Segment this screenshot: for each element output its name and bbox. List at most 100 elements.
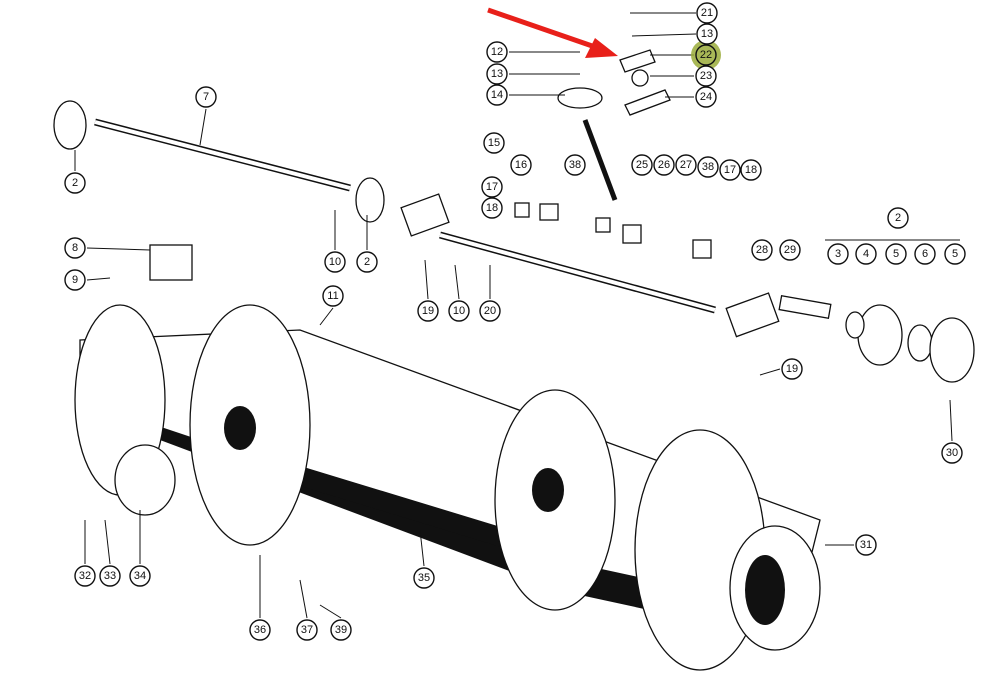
bearing-parts bbox=[53, 49, 975, 383]
svg-text:4: 4 bbox=[863, 248, 869, 260]
callout-39: 39 bbox=[330, 619, 352, 641]
svg-text:22: 22 bbox=[700, 49, 712, 61]
callout-3: 3 bbox=[827, 243, 849, 265]
svg-text:28: 28 bbox=[756, 244, 768, 256]
svg-text:21: 21 bbox=[701, 7, 713, 19]
callout-9a: 9 bbox=[64, 269, 86, 291]
callout-22: 22 bbox=[695, 44, 717, 66]
svg-text:17: 17 bbox=[486, 181, 498, 193]
svg-text:34: 34 bbox=[134, 570, 146, 582]
svg-text:7: 7 bbox=[203, 91, 209, 103]
svg-text:5: 5 bbox=[893, 248, 899, 260]
callout-33: 33 bbox=[99, 565, 121, 587]
callout-17a: 17 bbox=[481, 176, 503, 198]
svg-text:18: 18 bbox=[486, 202, 498, 214]
callout-7: 7 bbox=[195, 86, 217, 108]
callout-5a: 5 bbox=[885, 243, 907, 265]
svg-text:19: 19 bbox=[786, 363, 798, 375]
svg-text:3: 3 bbox=[835, 248, 841, 260]
auger-flights bbox=[74, 304, 821, 671]
callout-20: 20 bbox=[479, 300, 501, 322]
callout-29: 29 bbox=[779, 239, 801, 261]
red-arrow bbox=[487, 7, 618, 58]
callout-13: 13 bbox=[696, 23, 718, 45]
svg-text:24: 24 bbox=[700, 91, 712, 103]
svg-text:6: 6 bbox=[922, 248, 928, 260]
svg-text:13: 13 bbox=[491, 68, 503, 80]
svg-text:12: 12 bbox=[491, 46, 503, 58]
svg-text:10: 10 bbox=[453, 305, 465, 317]
callout-16: 16 bbox=[510, 154, 532, 176]
callout-13b: 13 bbox=[486, 63, 508, 85]
callout-25: 25 bbox=[631, 154, 653, 176]
svg-text:37: 37 bbox=[301, 624, 313, 636]
svg-text:8: 8 bbox=[72, 242, 78, 254]
callout-37: 37 bbox=[296, 619, 318, 641]
callout-12: 12 bbox=[486, 41, 508, 63]
svg-text:16: 16 bbox=[515, 159, 527, 171]
svg-text:25: 25 bbox=[636, 159, 648, 171]
svg-text:14: 14 bbox=[491, 89, 503, 101]
callout-28: 28 bbox=[751, 239, 773, 261]
svg-text:38: 38 bbox=[569, 159, 581, 171]
svg-text:10: 10 bbox=[329, 256, 341, 268]
svg-text:36: 36 bbox=[254, 624, 266, 636]
callout-38a: 38 bbox=[564, 154, 586, 176]
callouts: 21 13 22 23 24 12 13 14 7 2 15 16 17 18 … bbox=[64, 2, 966, 641]
callout-26: 26 bbox=[653, 154, 675, 176]
svg-text:13: 13 bbox=[701, 28, 713, 40]
callout-2c: 2 bbox=[887, 207, 909, 229]
svg-text:29: 29 bbox=[784, 244, 796, 256]
svg-text:5: 5 bbox=[952, 248, 958, 260]
svg-text:18: 18 bbox=[745, 164, 757, 176]
svg-text:9: 9 bbox=[72, 274, 78, 286]
callout-34: 34 bbox=[129, 565, 151, 587]
callout-38b: 38 bbox=[697, 156, 719, 178]
svg-text:33: 33 bbox=[104, 570, 116, 582]
callout-21: 21 bbox=[696, 2, 718, 24]
callout-2a: 2 bbox=[64, 172, 86, 194]
svg-text:2: 2 bbox=[364, 256, 370, 268]
svg-text:26: 26 bbox=[658, 159, 670, 171]
svg-text:2: 2 bbox=[72, 177, 78, 189]
callout-24: 24 bbox=[695, 86, 717, 108]
callout-2b: 2 bbox=[356, 251, 378, 273]
leader-lines bbox=[74, 12, 960, 619]
callout-27: 27 bbox=[675, 154, 697, 176]
callout-8: 8 bbox=[64, 237, 86, 259]
callout-6: 6 bbox=[914, 243, 936, 265]
svg-text:32: 32 bbox=[79, 570, 91, 582]
svg-text:27: 27 bbox=[680, 159, 692, 171]
svg-text:11: 11 bbox=[327, 290, 338, 302]
callout-31: 31 bbox=[855, 534, 877, 556]
svg-text:15: 15 bbox=[488, 137, 500, 149]
svg-text:2: 2 bbox=[895, 212, 901, 224]
callout-18b: 18 bbox=[740, 159, 762, 181]
callout-5b: 5 bbox=[944, 243, 966, 265]
callout-19a: 19 bbox=[417, 300, 439, 322]
callout-35: 35 bbox=[413, 567, 435, 589]
svg-text:20: 20 bbox=[484, 305, 496, 317]
svg-text:39: 39 bbox=[335, 624, 347, 636]
callout-10b: 10 bbox=[448, 300, 470, 322]
svg-text:31: 31 bbox=[860, 539, 872, 551]
callout-15: 15 bbox=[483, 132, 505, 154]
svg-text:30: 30 bbox=[946, 447, 958, 459]
callout-36: 36 bbox=[249, 619, 271, 641]
callout-23: 23 bbox=[695, 65, 717, 87]
callout-30: 30 bbox=[941, 442, 963, 464]
shafts bbox=[94, 118, 832, 319]
svg-text:17: 17 bbox=[724, 164, 736, 176]
callout-18a: 18 bbox=[481, 197, 503, 219]
svg-text:38: 38 bbox=[702, 161, 714, 173]
callout-19b: 19 bbox=[781, 358, 803, 380]
callout-11: 11 bbox=[322, 285, 344, 307]
callout-10a: 10 bbox=[324, 251, 346, 273]
callout-32: 32 bbox=[74, 565, 96, 587]
callout-4: 4 bbox=[855, 243, 877, 265]
cover-plate-34 bbox=[114, 444, 176, 516]
svg-text:23: 23 bbox=[700, 70, 712, 82]
svg-text:19: 19 bbox=[422, 305, 434, 317]
